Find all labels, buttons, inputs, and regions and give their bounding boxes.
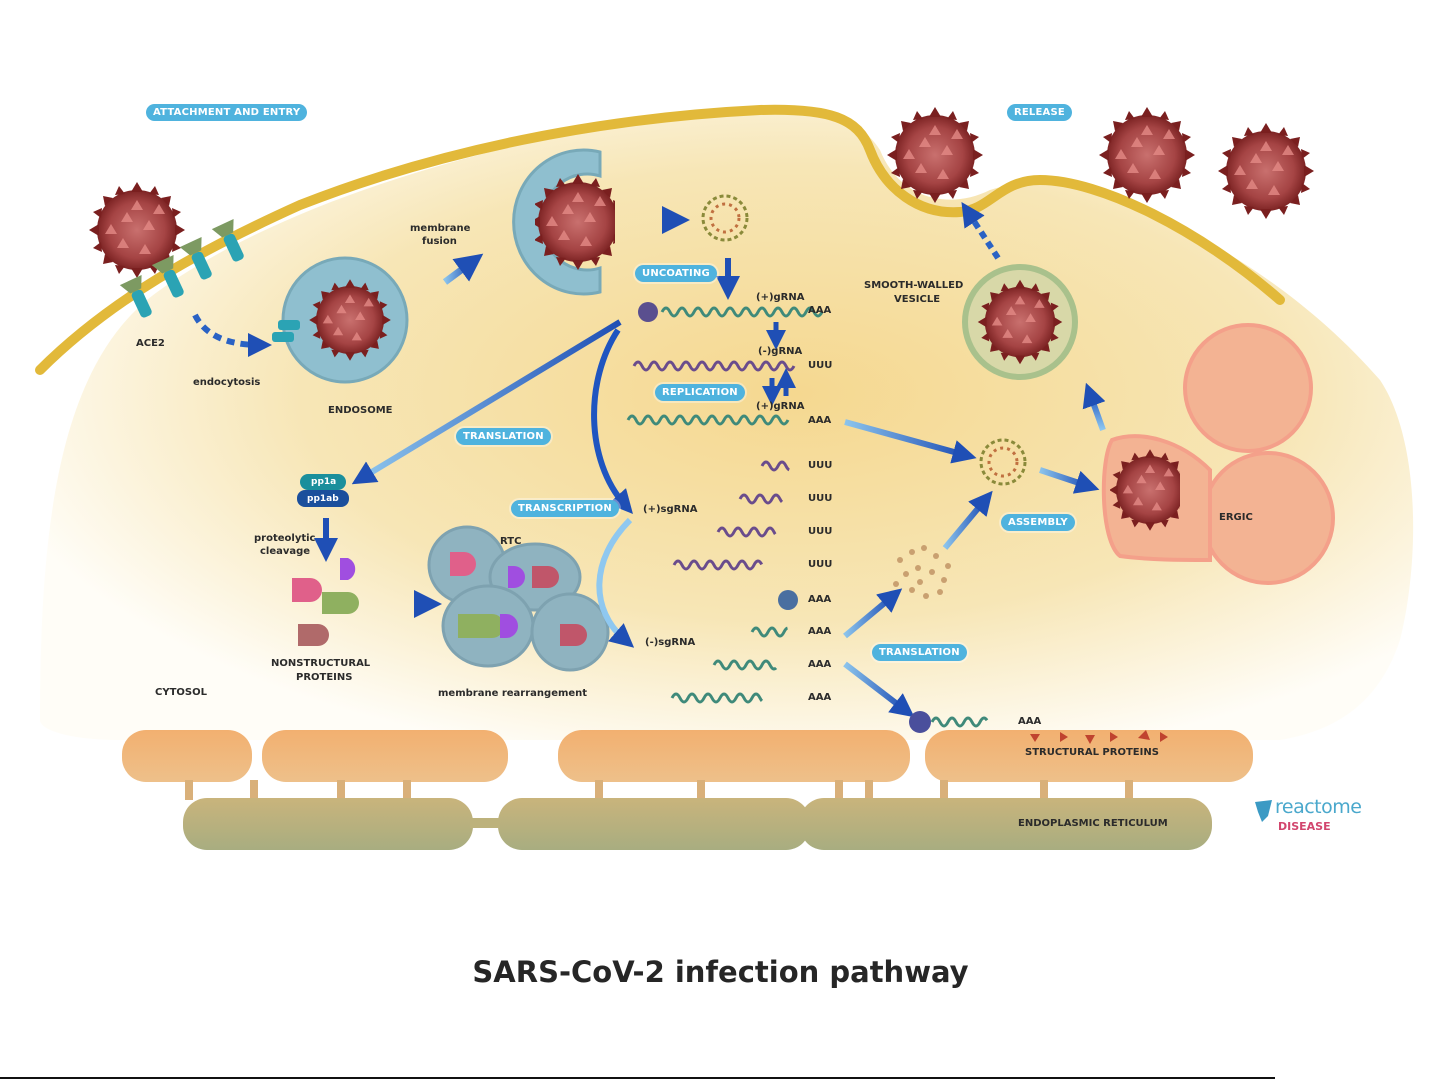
sgrna-tail-8: AAA [808, 692, 832, 703]
label-endocytosis: endocytosis [193, 377, 261, 388]
label-endosome: ENDOSOME [328, 405, 393, 416]
label-nonstructural: NONSTRUCTURAL [271, 658, 371, 669]
released-virus-icon-2 [1099, 107, 1195, 203]
released-virus-icon-1 [887, 107, 983, 203]
pos-grna-2-tail: AAA [808, 415, 832, 426]
label-cleavage: cleavage [260, 546, 311, 557]
sgrna-tail-2: UUU [808, 493, 833, 504]
neg-grna-strand [632, 360, 796, 372]
translation-arrow-2a [843, 588, 903, 639]
nucleocapsid-proteins-icon [893, 545, 951, 599]
er-bottom-3 [800, 798, 1212, 850]
label-endoplasmic-reticulum: ENDOPLASMIC RETICULUM [1018, 818, 1168, 829]
to-ergic-arrow [1039, 467, 1100, 494]
label-structural-proteins: STRUCTURAL PROTEINS [1025, 747, 1159, 758]
er-top-4 [925, 730, 1253, 782]
er-mrna-tail: AAA [1018, 716, 1042, 727]
exocytosis-arrow [961, 201, 1001, 260]
ribosome-on-er-icon [909, 711, 931, 733]
pp1ab-icon [297, 490, 349, 507]
label-pos-sgrna: (+)sgRNA [643, 504, 698, 515]
pos-grna-strand [660, 306, 824, 318]
pos-grna-1-tail: AAA [808, 305, 832, 316]
plasma-membrane [35, 104, 1285, 375]
label-vesicle: VESICLE [894, 294, 941, 305]
sgrna-tail-7: AAA [808, 659, 832, 670]
stage-attachment-and-entry: ATTACHMENT AND ENTRY [146, 104, 308, 121]
sgrna-tail-3: UUU [808, 526, 833, 537]
rtc-proteins [450, 552, 587, 646]
stage-assembly: ASSEMBLY [1001, 514, 1075, 531]
label-ace2: ACE2 [136, 338, 165, 349]
nonstructural-proteins-icon [292, 558, 359, 646]
virus-in-endosome-icon [309, 279, 391, 361]
pp1a-icon [300, 474, 346, 490]
reactome-logo-text: reactome [1275, 796, 1362, 818]
cell-cytosol [40, 109, 1414, 740]
pos-grna-strand-2 [626, 414, 790, 426]
ribosome-icon-2 [778, 590, 798, 610]
neg-grna-tail: UUU [808, 360, 833, 371]
released-virus-icon-3 [1218, 123, 1314, 219]
label-neg-sgrna: (-)sgRNA [645, 637, 696, 648]
er-bottom-2 [498, 798, 810, 850]
label-membrane-fusion-1: membrane [410, 223, 471, 234]
structural-protein-marks [1030, 730, 1168, 744]
label-neg-grna: (-)gRNA [758, 346, 803, 357]
label-rtc: RTC [500, 536, 522, 547]
label-cytosol: CYTOSOL [155, 687, 207, 698]
reactome-logo-subtitle: DISEASE [1278, 820, 1331, 833]
label-pp1ab: pp1ab [307, 494, 339, 504]
transcription-arc-2 [596, 517, 635, 648]
stage-release: RELEASE [1007, 104, 1072, 121]
er-top-2 [262, 730, 508, 782]
assembly-arrow-1 [942, 490, 993, 550]
virus-fusing-icon [535, 174, 615, 270]
sgrna-tail-1: UUU [808, 460, 833, 471]
stage-translation-2: TRANSLATION [872, 644, 967, 661]
translation-arrow-1 [351, 319, 622, 485]
diagram-caption: SARS-CoV-2 infection pathway [472, 955, 969, 989]
er-bottom-1 [183, 798, 473, 850]
label-membrane-rearrangement: membrane rearrangement [438, 688, 588, 699]
endocytosis-arrow [192, 313, 272, 357]
bottom-rule [0, 1077, 1275, 1079]
label-pp1a: pp1a [311, 477, 337, 487]
label-smooth-walled: SMOOTH-WALLED [864, 280, 964, 291]
ribosome-icon [638, 302, 658, 322]
stage-translation-1: TRANSLATION [456, 428, 551, 445]
assembly-genome-icon [979, 438, 1027, 486]
sgrna-tail-6: AAA [808, 626, 832, 637]
label-proteolytic: proteolytic [254, 533, 316, 544]
ace2-receptors-icon [119, 218, 244, 318]
label-ergic: ERGIC [1219, 512, 1253, 523]
label-membrane-fusion-2: fusion [422, 236, 457, 247]
virus-budding-icon [1110, 449, 1180, 531]
released-genome-icon [701, 194, 749, 242]
er-top-1 [122, 730, 252, 782]
label-proteins: PROTEINS [296, 672, 353, 683]
stage-replication: REPLICATION [655, 384, 745, 401]
stage-uncoating: UNCOATING [635, 265, 717, 282]
stage-transcription: TRANSCRIPTION [511, 500, 619, 517]
er-top-3 [558, 730, 910, 782]
sgrna-tail-4: UUU [808, 559, 833, 570]
translation-arrow-2b [843, 661, 915, 718]
label-pos-grna-2: (+)gRNA [756, 401, 805, 412]
reactome-logo-icon [1255, 800, 1272, 822]
transcription-arc-1 [591, 328, 633, 514]
virus-in-vesicle-icon [977, 279, 1063, 365]
genome-to-assembly-arrow [844, 419, 977, 464]
label-pos-grna-1: (+)gRNA [756, 292, 805, 303]
fusion-arrow [442, 253, 484, 285]
sgrna-tail-5: AAA [808, 594, 832, 605]
to-vesicle-arrow [1082, 382, 1106, 432]
